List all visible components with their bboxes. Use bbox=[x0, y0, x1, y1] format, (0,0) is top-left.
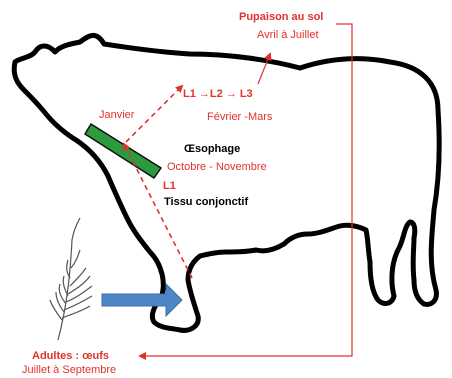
l1-label: L1 bbox=[163, 180, 176, 192]
oct-nov-label: Octobre - Novembre bbox=[167, 161, 267, 173]
blue-right-arrow-icon bbox=[102, 284, 182, 316]
pupaison-period: Avril à Juillet bbox=[257, 29, 319, 41]
cow-outline bbox=[14, 35, 439, 330]
tissu-conjonctif-label: Tissu conjonctif bbox=[164, 196, 248, 208]
fevrier-mars-label: Février -Mars bbox=[207, 111, 273, 123]
adultes-label: Adultes : œufs bbox=[32, 350, 109, 362]
grass-stalk-icon bbox=[50, 218, 92, 340]
oesophage-label: Œsophage bbox=[184, 143, 240, 155]
larva-stages-label: L1 →L2 → L3 bbox=[183, 88, 253, 100]
pupaison-title: Pupaison au sol bbox=[239, 11, 323, 23]
juillet-septembre-label: Juillet à Septembre bbox=[22, 364, 116, 376]
janvier-label: Janvier bbox=[99, 109, 135, 121]
